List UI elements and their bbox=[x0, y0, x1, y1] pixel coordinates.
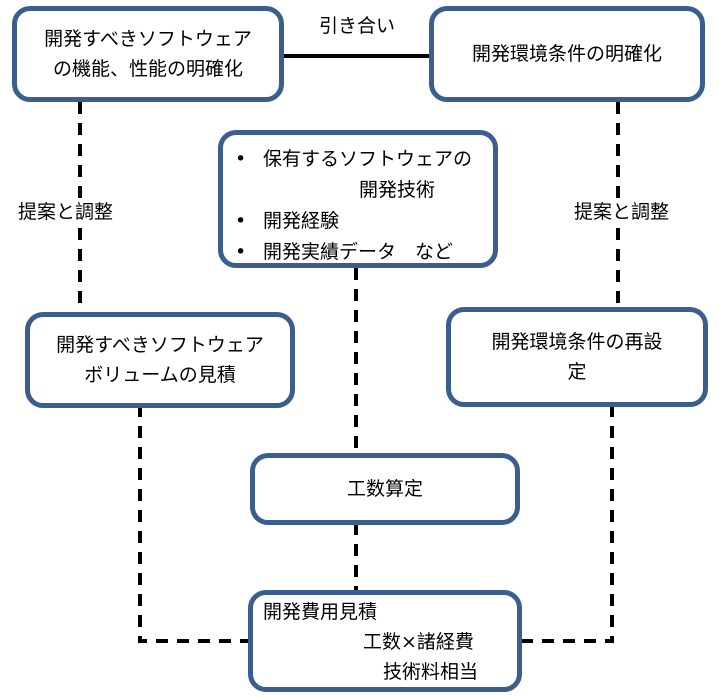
envreset-to-cost-dashed-line bbox=[520, 405, 614, 643]
env-reset-box: 開発環境条件の再設 定 bbox=[446, 307, 708, 407]
cost-estimate-line-3: 技術料相当 bbox=[383, 661, 479, 683]
proposal-left-label: 提案と調整 bbox=[16, 198, 116, 226]
assets-item-software: 保有するソフトウェアの bbox=[231, 144, 483, 175]
assets-list-rest: 開発経験 開発実績データ など bbox=[231, 206, 483, 268]
cost-estimate-line-2: 工数×諸経費 bbox=[363, 631, 474, 653]
software-function-box: 開発すべきソフトウェア の機能、性能の明確化 bbox=[12, 6, 284, 102]
assets-item-experience-text: 開発経験 bbox=[263, 210, 340, 232]
assets-item-records: 開発実績データ など bbox=[231, 237, 483, 268]
env-conditions-box: 開発環境条件の明確化 bbox=[429, 6, 705, 102]
volume-to-cost-dashed-line bbox=[138, 405, 250, 643]
assets-item-software-cont: 開発技術 bbox=[359, 179, 436, 201]
tradeoff-label: 引き合い bbox=[315, 14, 400, 38]
effort-box: 工数算定 bbox=[250, 453, 520, 525]
software-function-line-2: の機能、性能の明確化 bbox=[52, 58, 243, 80]
effort-line-1: 工数算定 bbox=[346, 478, 423, 500]
volume-estimate-line-1: 開発すべきソフトウェア bbox=[56, 334, 264, 356]
proposal-right-label: 提案と調整 bbox=[572, 198, 672, 226]
assets-list: 保有するソフトウェアの bbox=[231, 144, 483, 175]
cost-estimate-box: 開発費用見積 工数×諸経費 技術料相当 bbox=[248, 590, 522, 692]
env-reset-line-2: 定 bbox=[567, 361, 587, 383]
assets-item-experience: 開発経験 bbox=[231, 206, 483, 237]
software-function-line-1: 開発すべきソフトウェア bbox=[44, 28, 252, 50]
assets-item-records-text: 開発実績データ など bbox=[263, 241, 454, 263]
volume-estimate-box: 開発すべきソフトウェア ボリュームの見積 bbox=[25, 312, 295, 408]
volume-estimate-line-2: ボリュームの見積 bbox=[84, 364, 236, 386]
cost-estimate-line-1: 開発費用見積 bbox=[263, 601, 378, 623]
assets-box: 保有するソフトウェアの 開発技術 開発経験 開発実績データ など bbox=[218, 130, 498, 268]
assets-item-software-text: 保有するソフトウェアの bbox=[263, 148, 473, 170]
env-reset-line-1: 開発環境条件の再設 bbox=[491, 331, 663, 353]
env-conditions-line-1: 開発環境条件の明確化 bbox=[471, 43, 662, 65]
